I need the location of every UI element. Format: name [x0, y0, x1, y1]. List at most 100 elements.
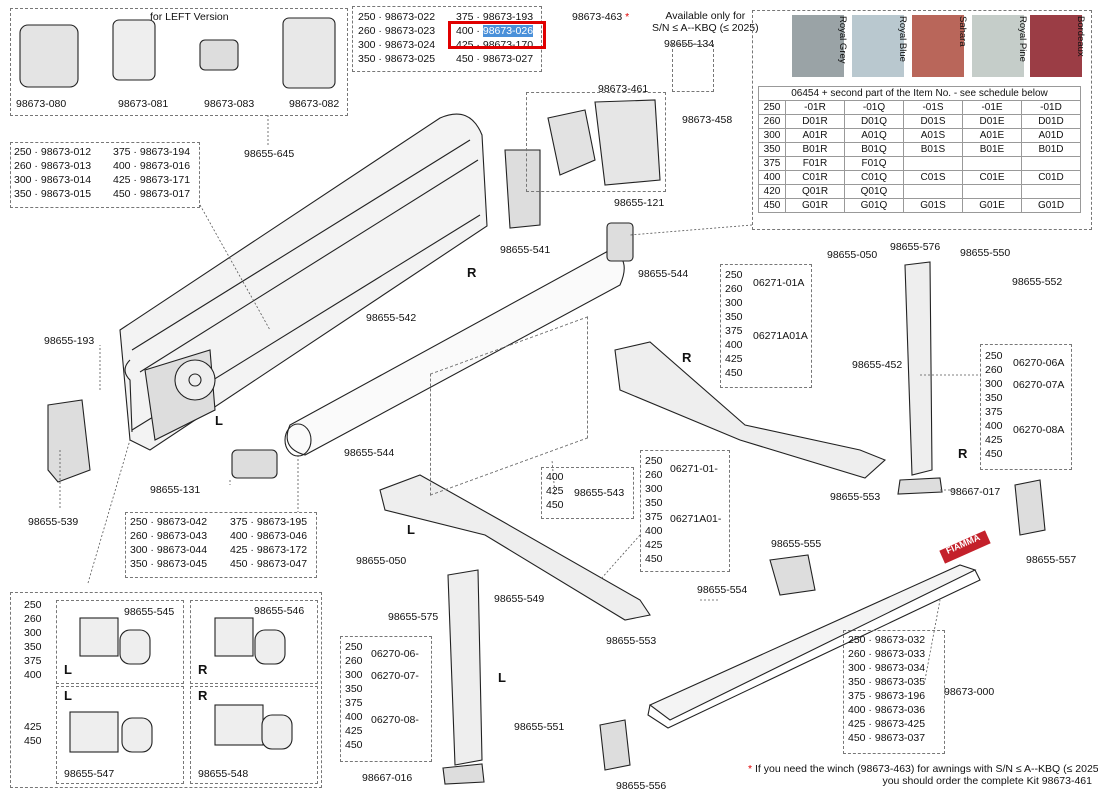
part-label[interactable]: 98655-549 — [494, 593, 545, 605]
part-label[interactable]: 98655-576 — [890, 241, 941, 253]
swatch-royal-blue[interactable] — [852, 15, 904, 77]
size: 450 — [345, 739, 363, 751]
swatch-name: Royal Pine — [1017, 16, 1028, 62]
part-label[interactable]: 98655-542 — [366, 312, 417, 324]
code-row[interactable]: 400 · 98673-046 — [230, 530, 308, 542]
code-row-highlighted[interactable]: 400 · 98673-026 — [456, 24, 534, 38]
part-label[interactable]: 98673-000 — [944, 686, 995, 698]
part-label[interactable]: 98673-080 — [16, 98, 67, 110]
leg-code[interactable]: 06270-08A — [1013, 424, 1065, 436]
part-label[interactable]: 98655-050 — [356, 555, 407, 567]
size: 350 — [24, 641, 42, 653]
code-row[interactable]: 350 · 98673-015 — [14, 188, 92, 200]
code-row[interactable]: 250 · 98673-012 — [14, 146, 92, 158]
code-row[interactable]: 260 · 98673-033 — [848, 648, 926, 660]
leg-l-codes-box — [340, 636, 432, 762]
arm-code[interactable]: 06271A01- — [670, 513, 722, 525]
size: 250 — [24, 599, 42, 611]
code-row[interactable]: 300 · 98673-024 — [358, 39, 436, 51]
roller-codes-right: 375 · 98673-195 400 · 98673-046 425 · 98… — [230, 515, 307, 571]
swatch-royal-grey[interactable] — [792, 15, 844, 77]
code-row[interactable]: 450 · 98673-017 — [113, 188, 191, 200]
part-label[interactable]: 98655-543 — [574, 487, 625, 499]
part-label[interactable]: 98655-556 — [616, 780, 667, 792]
part-label[interactable]: 98655-539 — [28, 516, 79, 528]
part-label[interactable]: 98655-557 — [1026, 554, 1077, 566]
part-label[interactable]: 98655-547 — [64, 768, 115, 780]
code-row[interactable]: 260 · 98673-013 — [14, 160, 92, 172]
part-label[interactable]: 98673-083 — [204, 98, 255, 110]
code-row[interactable]: 250 · 98673-042 — [130, 516, 208, 528]
code-row[interactable]: 300 · 98673-014 — [14, 174, 92, 186]
part-label[interactable]: 98655-553 — [830, 491, 881, 503]
right-side-marker: R — [198, 688, 208, 703]
code-row[interactable]: 425 · 98673-172 — [230, 544, 308, 556]
part-label[interactable]: 98655-544 — [638, 268, 689, 280]
left-side-marker: L — [498, 670, 506, 685]
part-label[interactable]: 98655-645 — [244, 148, 295, 160]
code-row[interactable]: 250 · 98673-032 — [848, 634, 926, 646]
code-row[interactable]: 375 · 98673-195 — [230, 516, 308, 528]
leg-code[interactable]: 06270-06- — [371, 648, 419, 660]
code-row[interactable]: 300 · 98673-034 — [848, 662, 926, 674]
code-row[interactable]: 300 · 98673-044 — [130, 544, 208, 556]
code-row[interactable]: 350 · 98673-045 — [130, 558, 208, 570]
part-label[interactable]: 98667-017 — [950, 486, 1001, 498]
code-row[interactable]: 425 · 98673-171 — [113, 174, 191, 186]
arm-l-codes-box — [640, 450, 730, 572]
part-label[interactable]: 98655-545 — [124, 606, 175, 618]
part-label[interactable]: 98655-553 — [606, 635, 657, 647]
arm-code[interactable]: 06271-01A — [753, 277, 805, 289]
part-label[interactable]: 98655-121 — [614, 197, 665, 209]
leg-code[interactable]: 06270-06A — [1013, 357, 1065, 369]
part-label[interactable]: 98655-555 — [771, 538, 822, 550]
part-label[interactable]: 98655-575 — [388, 611, 439, 623]
leg-code[interactable]: 06270-08- — [371, 714, 419, 726]
part-label[interactable]: 98655-548 — [198, 768, 249, 780]
part-label[interactable]: 98673-461 — [598, 83, 649, 95]
code-row[interactable]: 375 · 98673-193 — [456, 11, 534, 23]
code-row[interactable]: 350 · 98673-035 — [848, 676, 926, 688]
size: 260 — [345, 655, 363, 667]
code-row[interactable]: 375 · 98673-194 — [113, 146, 191, 158]
part-label[interactable]: 98655-552 — [1012, 276, 1063, 288]
code-row[interactable]: 450 · 98673-047 — [230, 558, 308, 570]
part-label[interactable]: 98667-016 — [362, 772, 413, 784]
part-label[interactable]: 98673-458 — [682, 114, 733, 126]
part-label[interactable]: 98655-550 — [960, 247, 1011, 259]
winch-part-label[interactable]: 98673-463 * — [572, 11, 630, 23]
code-row[interactable]: 260 · 98673-023 — [358, 25, 436, 37]
part-label[interactable]: 98655-541 — [500, 244, 551, 256]
part-label[interactable]: 98655-544 — [344, 447, 395, 459]
swatch-bordeaux[interactable] — [1030, 15, 1082, 77]
part-label[interactable]: 98655-452 — [852, 359, 903, 371]
leg-code[interactable]: 06270-07A — [1013, 379, 1065, 391]
code-row[interactable]: 260 · 98673-043 — [130, 530, 208, 542]
part-label[interactable]: 98655-050 — [827, 249, 878, 261]
code-row[interactable]: 450 · 98673-027 — [456, 53, 534, 65]
part-label[interactable]: 98673-082 — [289, 98, 340, 110]
part-label[interactable]: 98655-551 — [514, 721, 565, 733]
code-row[interactable]: 375 · 98673-196 — [848, 690, 926, 702]
code-row[interactable]: 350 · 98673-025 — [358, 53, 436, 65]
part-label[interactable]: 98655-546 — [254, 605, 305, 617]
size: 400 — [985, 420, 1003, 432]
code-row[interactable]: 250 · 98673-022 — [358, 11, 436, 23]
part-label[interactable]: 98655-554 — [697, 584, 748, 596]
swatch-sahara[interactable] — [912, 15, 964, 77]
leg-code[interactable]: 06270-07- — [371, 670, 419, 682]
swatch-royal-pine[interactable] — [972, 15, 1024, 77]
part-label[interactable]: 98673-081 — [118, 98, 169, 110]
part-label[interactable]: 98655-193 — [44, 335, 95, 347]
highlighted-code[interactable]: 98673-026 — [482, 25, 534, 37]
swatch-name: Bordeaux — [1075, 16, 1086, 57]
arm-code[interactable]: 06271-01- — [670, 463, 718, 475]
arm-code[interactable]: 06271A01A — [753, 330, 808, 342]
bracket-box — [10, 592, 322, 788]
code-row[interactable]: 400 · 98673-036 — [848, 704, 926, 716]
code-row[interactable]: 400 · 98673-016 — [113, 160, 191, 172]
code-row[interactable]: 425 · 98673-425 — [848, 718, 926, 730]
part-label[interactable]: 98655-131 — [150, 484, 201, 496]
code-row[interactable]: 450 · 98673-037 — [848, 732, 926, 744]
